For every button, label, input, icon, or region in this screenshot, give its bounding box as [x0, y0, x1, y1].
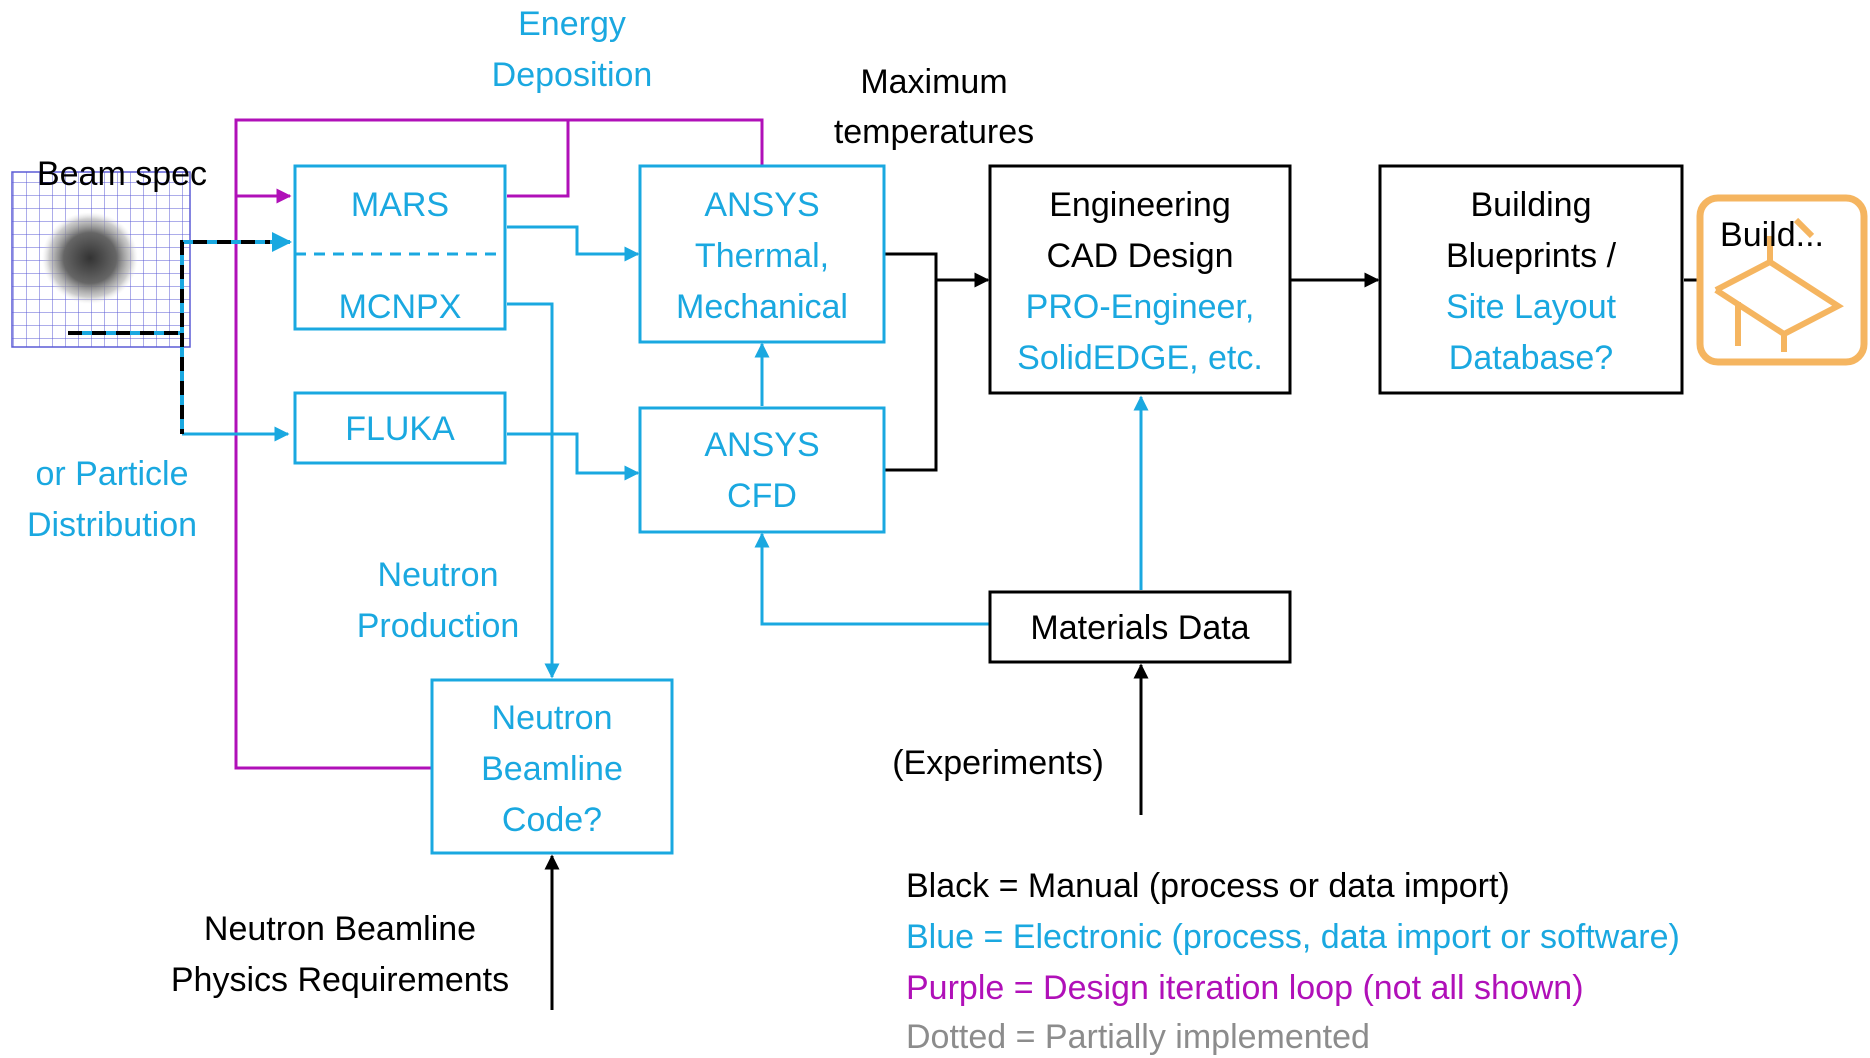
cad-line2: CAD Design	[1046, 237, 1233, 275]
materials-label: Materials Data	[1030, 609, 1249, 647]
ansys-thermal-box[interactable]	[638, 164, 886, 344]
energy-deposition-line2: Deposition	[492, 56, 653, 94]
ansys-cfd-line1: ANSYS	[704, 426, 819, 464]
cad-line1: Engineering	[1049, 186, 1230, 224]
purple-iteration-loop	[234, 118, 764, 770]
neutron-code-line3: Code?	[502, 801, 602, 839]
ansys-cfd-box[interactable]	[638, 406, 886, 534]
mcnpx-label: MCNPX	[339, 288, 462, 326]
blueprints-line1: Building	[1471, 186, 1592, 224]
beam-spec-label: Beam spec	[37, 155, 207, 193]
construction-beam-icon	[1696, 194, 1868, 366]
neutron-production-line1: Neutron	[378, 556, 499, 594]
legend-purple: Purple = Design iteration loop (not all …	[906, 969, 1584, 1007]
blue-connectors	[182, 225, 1149, 679]
experiments-label: (Experiments)	[892, 744, 1104, 782]
max-temps-line2: temperatures	[834, 113, 1034, 151]
mars-label: MARS	[351, 186, 449, 224]
build-label: Build...	[1720, 216, 1824, 254]
or-particle-line1: or Particle	[35, 455, 188, 493]
legend-blue: Blue = Electronic (process, data import …	[906, 918, 1680, 956]
mars-mcnpx-box[interactable]	[293, 164, 507, 331]
neutron-req-line2: Physics Requirements	[171, 961, 509, 999]
ansys-cfd-line2: CFD	[727, 477, 797, 515]
neutron-code-line1: Neutron	[492, 699, 613, 737]
cad-line4: SolidEDGE, etc.	[1017, 339, 1263, 377]
beam-profile-grid-icon	[11, 171, 191, 348]
ansys-thermal-line3: Mechanical	[676, 288, 848, 326]
neutron-code-box[interactable]	[430, 678, 674, 855]
energy-deposition-line1: Energy	[518, 5, 626, 43]
neutron-code-line2: Beamline	[481, 750, 623, 788]
neutron-production-line2: Production	[357, 607, 520, 645]
dashed-beam-link	[68, 232, 292, 434]
legend: Black = Manual (process or data import) …	[906, 867, 1680, 1056]
neutron-req-line1: Neutron Beamline	[204, 910, 476, 948]
ansys-thermal-line1: ANSYS	[704, 186, 819, 224]
fluka-label: FLUKA	[345, 410, 455, 448]
blueprints-line2: Blueprints /	[1446, 237, 1617, 275]
or-particle-line2: Distribution	[27, 506, 197, 544]
legend-black: Black = Manual (process or data import)	[906, 867, 1510, 905]
blueprints-line3: Site Layout	[1446, 288, 1617, 326]
legend-gray: Dotted = Partially implemented	[906, 1018, 1370, 1056]
materials-box[interactable]	[988, 590, 1292, 664]
blueprints-line4: Database?	[1449, 339, 1613, 377]
max-temps-line1: Maximum	[860, 63, 1007, 101]
ansys-thermal-line2: Thermal,	[695, 237, 829, 275]
fluka-box[interactable]	[293, 391, 507, 465]
cad-line3: PRO-Engineer,	[1026, 288, 1255, 326]
cad-box[interactable]	[988, 164, 1292, 395]
blueprints-box[interactable]	[1378, 164, 1684, 395]
